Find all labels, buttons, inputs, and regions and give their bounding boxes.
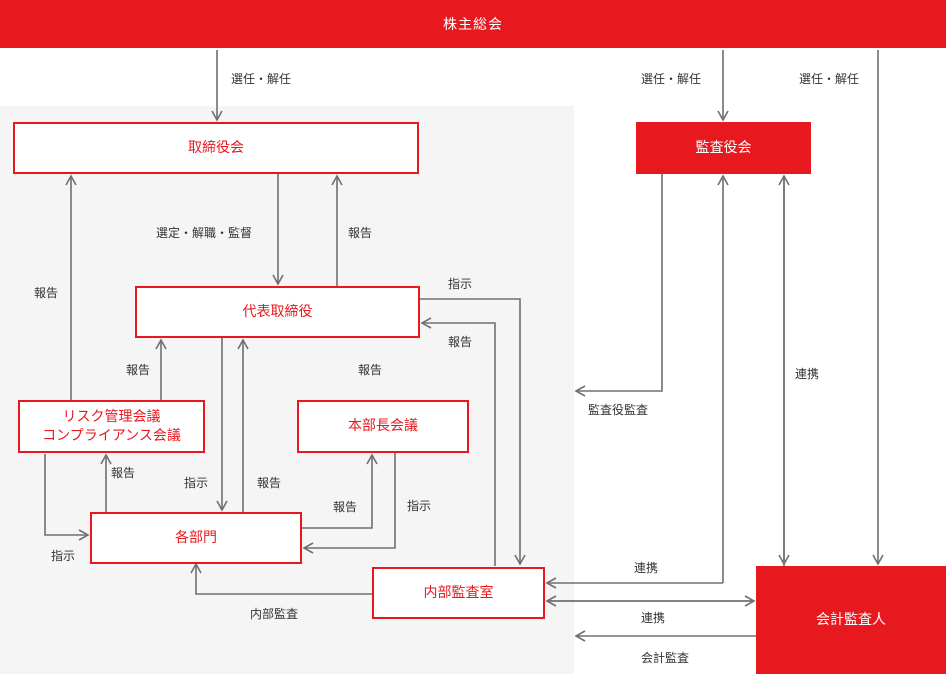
- label-gm-report: 報告: [358, 363, 383, 377]
- label-accounting-audit: 会計監査: [641, 651, 690, 665]
- board-of-auditors-node: 監査役会: [636, 122, 811, 174]
- label-internal-audit-dept: 内部監査: [250, 607, 299, 621]
- label-board-to-president: 選定・解職・監督: [156, 226, 253, 240]
- label-elect-board: 選任・解任: [231, 72, 292, 86]
- label-coordination-audit-auditors: 連携: [634, 561, 659, 575]
- edge-gm-instruct-dept: [302, 453, 396, 554]
- label-coordination-audit-accounting: 連携: [641, 611, 666, 625]
- departments-node: 各部門: [90, 512, 302, 564]
- label-dept-report-gm: 報告: [333, 500, 358, 514]
- label-risk-report-dept: 報告: [111, 466, 136, 480]
- label-elect-auditors: 選任・解任: [641, 72, 702, 86]
- label-coordination-auditors: 連携: [795, 367, 820, 381]
- label-elect-accounting: 選任・解任: [799, 72, 860, 86]
- risk-compliance-meeting-node: リスク管理会議 コンプライアンス会議: [18, 400, 205, 453]
- edge-audit-report-president: [420, 317, 496, 566]
- risk-meeting-line2: コンプライアンス会議: [42, 427, 181, 444]
- label-president-report-board: 報告: [348, 226, 373, 240]
- label-risk-report-board: 報告: [34, 286, 59, 300]
- board-of-directors-node: 取締役会: [13, 122, 419, 174]
- label-gm-instruct-dept: 指示: [407, 499, 432, 513]
- label-audit-report-president: 報告: [448, 335, 473, 349]
- edge-dept-report-gm: [302, 453, 378, 529]
- label-risk-report-president: 報告: [126, 363, 151, 377]
- label-president-instruct-dept: 指示: [184, 476, 209, 490]
- general-managers-meeting-node: 本部長会議: [297, 400, 469, 453]
- edge-auditors-audit: [574, 174, 663, 397]
- label-risk-instruct-dept: 指示: [51, 549, 76, 563]
- internal-audit-office-node: 内部監査室: [372, 567, 545, 619]
- edge-president-instruct-audit: [420, 298, 526, 566]
- edge-internal-audit-dept: [190, 562, 372, 595]
- accounting-auditor-node: 会計監査人: [756, 566, 946, 674]
- label-dept-report-president: 報告: [257, 476, 282, 490]
- risk-meeting-line1: リスク管理会議: [62, 408, 161, 425]
- label-auditors-audit: 監査役監査: [588, 403, 649, 417]
- representative-director-node: 代表取締役: [135, 286, 420, 338]
- shareholders-meeting-banner: 株主総会: [0, 0, 946, 48]
- label-president-instruct-audit: 指示: [448, 277, 473, 291]
- edge-risk-instruct-dept: [44, 454, 90, 541]
